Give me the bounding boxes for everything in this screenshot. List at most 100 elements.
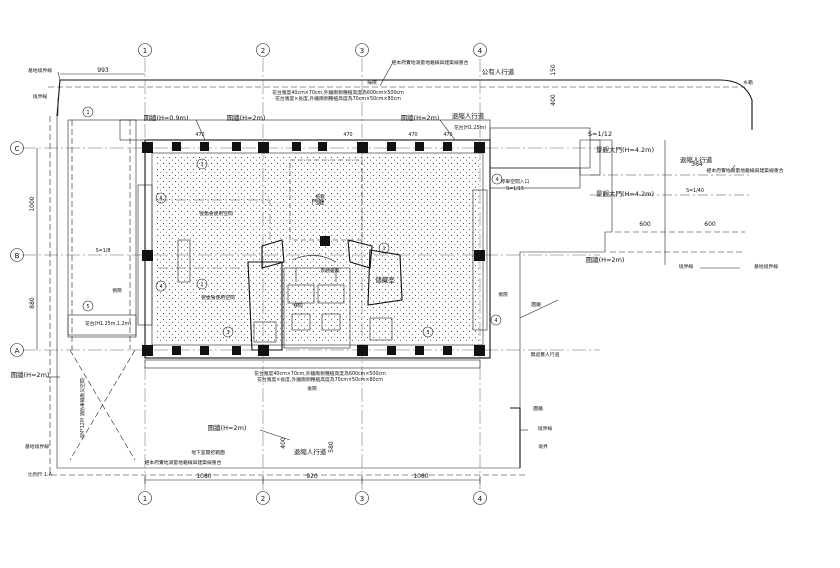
fence-labels: 圍牆(H=0.9m) 圍牆(H=2m) 圍牆(H=2m) 圍牆(H=2m) 圍牆… (11, 113, 654, 432)
svg-text:境界: 境界 (538, 443, 548, 450)
svg-text:花台(H1.25m): 花台(H1.25m) (454, 124, 486, 131)
svg-text:1: 1 (86, 110, 89, 116)
grid-bubble-row-a: A (10, 343, 24, 357)
svg-text:退縮人行道: 退縮人行道 (294, 447, 327, 456)
ramp-labels: S=1/12 S=1/15 S=1/40 S=1/8 (96, 130, 704, 254)
svg-text:470: 470 (195, 132, 204, 138)
svg-text:公有人行道: 公有人行道 (482, 67, 515, 76)
svg-text:1000: 1000 (29, 196, 36, 211)
svg-text:花台寬度×長度,外牆兩側種植高度為70cm×50cm×80c: 花台寬度×長度,外牆兩側種植高度為70cm×50cm×80cm (275, 95, 401, 102)
svg-text:150: 150 (550, 64, 557, 76)
svg-text:4: 4 (159, 284, 162, 290)
svg-text:920: 920 (306, 473, 318, 480)
svg-text:退縮人行道: 退縮人行道 (680, 155, 713, 164)
svg-text:門廳: 門廳 (312, 197, 326, 206)
dimension-top: 993 150 400 400 580 (60, 64, 557, 453)
grid-bubble-col-3-top: 3 (355, 43, 369, 57)
svg-text:營委會使用空間: 營委會使用空間 (201, 294, 235, 301)
svg-text:圍牆(H=0.9m): 圍牆(H=0.9m) (143, 113, 188, 122)
svg-text:600: 600 (704, 221, 716, 228)
grid-bubble-col-4-top: 4 (473, 43, 487, 57)
svg-text:1080: 1080 (413, 473, 428, 480)
svg-text:植栽: 植栽 (315, 193, 325, 200)
svg-text:C: C (15, 145, 20, 153)
svg-text:後院: 後院 (307, 385, 317, 392)
svg-text:S=1/15: S=1/15 (506, 186, 524, 192)
svg-text:停車空間入口: 停車空間入口 (501, 178, 530, 185)
svg-text:境界線: 境界線 (538, 425, 553, 432)
svg-text:S=1/8: S=1/8 (96, 248, 111, 254)
tags: 1 3 2 3 3 4 4 5 4 4 1 (82, 106, 503, 338)
svg-text:4: 4 (159, 196, 162, 202)
svg-text:364: 364 (691, 161, 703, 168)
central-core (177, 159, 403, 351)
dimension-doors: 470 470 470 470 (195, 132, 452, 138)
grid-bubble-col-4: 4 (473, 491, 487, 505)
svg-text:B: B (15, 252, 20, 260)
svg-text:基地境界線: 基地境界線 (25, 443, 49, 450)
svg-text:1: 1 (143, 495, 147, 503)
svg-text:水箱: 水箱 (743, 79, 753, 86)
svg-text:經本府實地測量地籍線與建築線重合: 經本府實地測量地籍線與建築線重合 (145, 459, 222, 466)
svg-text:4: 4 (495, 177, 498, 183)
auxiliary-lines (69, 120, 601, 461)
svg-text:側院: 側院 (498, 291, 508, 298)
svg-text:6M*12M 消防車輛救災空間: 6M*12M 消防車輛救災空間 (79, 378, 86, 438)
svg-text:圍牆(H=2m): 圍牆(H=2m) (11, 370, 50, 379)
svg-text:400: 400 (550, 94, 557, 106)
svg-text:圍牆: 圍牆 (533, 405, 543, 412)
svg-text:3: 3 (200, 162, 203, 168)
dimension-bottom: 1080 920 1080 (144, 473, 481, 484)
grid-bubble-col-1: 1 (138, 491, 152, 505)
svg-text:4: 4 (478, 47, 483, 55)
svg-text:梯間: 梯間 (293, 302, 303, 309)
svg-text:2: 2 (200, 282, 203, 288)
svg-text:無遮簷人行道: 無遮簷人行道 (531, 351, 560, 358)
svg-text:3: 3 (360, 495, 364, 503)
svg-text:境界線: 境界線 (679, 263, 694, 270)
svg-text:400: 400 (280, 437, 287, 449)
grid-bubble-row-c: C (10, 141, 24, 155)
svg-text:1080: 1080 (196, 473, 211, 480)
dimension-right: 364 600 600 (639, 161, 716, 228)
svg-text:470: 470 (343, 132, 352, 138)
svg-text:經本府實地測量地籍線與建築線重合: 經本府實地測量地籍線與建築線重合 (392, 59, 469, 66)
svg-text:470: 470 (408, 132, 417, 138)
svg-text:圍牆(H=2m): 圍牆(H=2m) (208, 423, 247, 432)
grid-bubble-row-b: B (10, 248, 24, 262)
svg-text:營委會使用空間: 營委會使用空間 (199, 210, 233, 217)
svg-text:花台寬度40cm×70cm,外牆兩側種植高度為600cm×5: 花台寬度40cm×70cm,外牆兩側種植高度為600cm×500cm (272, 89, 404, 96)
dimension-left: 1000 880 (29, 148, 38, 350)
svg-text:基地境界線: 基地境界線 (754, 263, 778, 270)
svg-text:4: 4 (494, 318, 497, 324)
svg-text:側院: 側院 (112, 287, 122, 294)
svg-text:S=1/12: S=1/12 (588, 130, 612, 138)
svg-text:880: 880 (29, 297, 36, 309)
svg-text:比例尺 1:A: 比例尺 1:A (28, 471, 53, 478)
svg-text:1: 1 (143, 47, 147, 55)
svg-text:3: 3 (360, 47, 364, 55)
structural-columns (142, 142, 485, 356)
building-envelope (67, 119, 591, 369)
svg-text:580: 580 (328, 441, 335, 453)
svg-text:儲藏室: 儲藏室 (375, 275, 395, 284)
property-line-labels: 基地境界線 境界線 基地境界線 境界線 基地境界線 境界線 境界 水箱 (25, 67, 778, 450)
svg-text:圍牆: 圍牆 (531, 301, 541, 308)
svg-text:景觀大門(H=4.2m): 景觀大門(H=4.2m) (596, 145, 654, 154)
svg-text:600: 600 (639, 221, 651, 228)
grid-bubble-col-2-top: 2 (256, 43, 270, 57)
svg-text:993: 993 (97, 67, 109, 74)
svg-text:1: 1 (382, 246, 385, 252)
grid-bubble-col-3: 3 (355, 491, 369, 505)
notes: 經本府實地測量地籍線與建築線重合 經本府實地測量地籍線與建築線重合 經本府實地測… (28, 59, 784, 478)
svg-text:地下室開挖範圍: 地下室開挖範圍 (191, 449, 225, 456)
svg-text:2: 2 (261, 495, 265, 503)
leader-lines (46, 63, 740, 441)
svg-text:花台(H1.25m,1.2m): 花台(H1.25m,1.2m) (85, 320, 131, 327)
svg-text:圍牆(H=2m): 圍牆(H=2m) (586, 255, 625, 264)
svg-text:境界線: 境界線 (33, 93, 48, 100)
svg-text:圍牆(H=2m): 圍牆(H=2m) (227, 113, 266, 122)
svg-text:A: A (15, 347, 20, 355)
svg-text:景觀植栽: 景觀植栽 (320, 267, 339, 274)
